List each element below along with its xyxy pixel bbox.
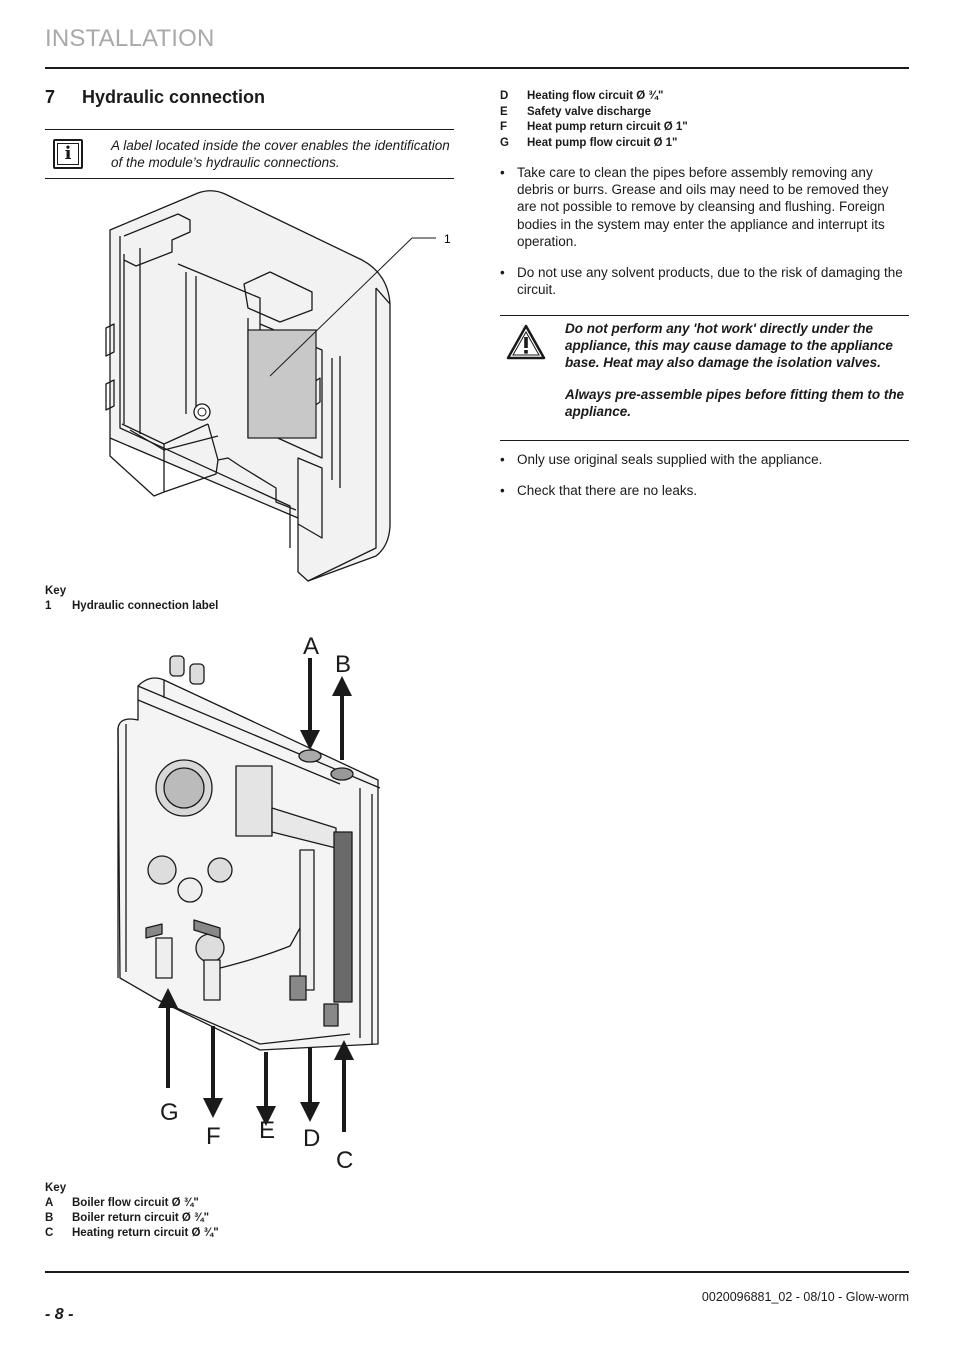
chapter-heading: 7 Hydraulic connection	[45, 87, 265, 108]
arrow-label-b: B	[335, 651, 351, 678]
arrow-label-a: A	[303, 633, 319, 660]
arrow-label-d: D	[303, 1125, 320, 1152]
list-item: •Take care to clean the pipes before ass…	[500, 165, 889, 249]
arrow-label-c: C	[336, 1147, 353, 1174]
cover-illustration: 1	[105, 190, 451, 582]
warning-triangle-icon	[506, 324, 546, 360]
bullet-list-bottom: •Only use original seals supplied with t…	[500, 451, 910, 513]
list-item: •Check that there are no leaks.	[500, 483, 698, 499]
arrow-label-g: G	[160, 1099, 179, 1126]
port-hole-icon	[193, 403, 211, 421]
key-title: Key	[45, 1182, 67, 1194]
hydraulic-module-illustration: A B C D E F G	[117, 633, 381, 1174]
callout-label-1: 1	[444, 232, 451, 246]
hydraulic-connection-label	[247, 329, 317, 439]
document-reference: 0020096881_02 - 08/10 - Glow-worm	[701, 1290, 909, 1304]
list-item: •Only use original seals supplied with t…	[500, 452, 823, 467]
arrow-label-e: E	[259, 1117, 275, 1144]
chapter-number: 7	[45, 87, 56, 107]
warning-box: Do not perform any 'hot work' directly u…	[500, 315, 909, 441]
info-icon: i	[53, 139, 83, 169]
arrow-label-f: F	[206, 1123, 221, 1150]
chapter-title: Hydraulic connection	[82, 87, 266, 107]
bullet-list-top: •Take care to clean the pipes before ass…	[500, 164, 910, 312]
list-item: •Do not use any solvent products, due to…	[500, 265, 903, 298]
footer-rule	[45, 1271, 909, 1273]
warning-paragraph: Always pre-assemble pipes before fitting…	[565, 386, 905, 419]
key-title: Key	[45, 585, 67, 597]
warning-text: Do not perform any 'hot work' directly u…	[565, 320, 907, 434]
info-note-text: A label located inside the cover enables…	[111, 138, 450, 170]
callout-leader-line	[269, 237, 413, 377]
info-note: i A label located inside the cover enabl…	[45, 129, 454, 179]
header-rule	[45, 67, 909, 69]
page-number: - 8 -	[45, 1306, 74, 1323]
warning-paragraph: Do not perform any 'hot work' directly u…	[565, 321, 893, 371]
section-title: INSTALLATION	[45, 25, 215, 52]
